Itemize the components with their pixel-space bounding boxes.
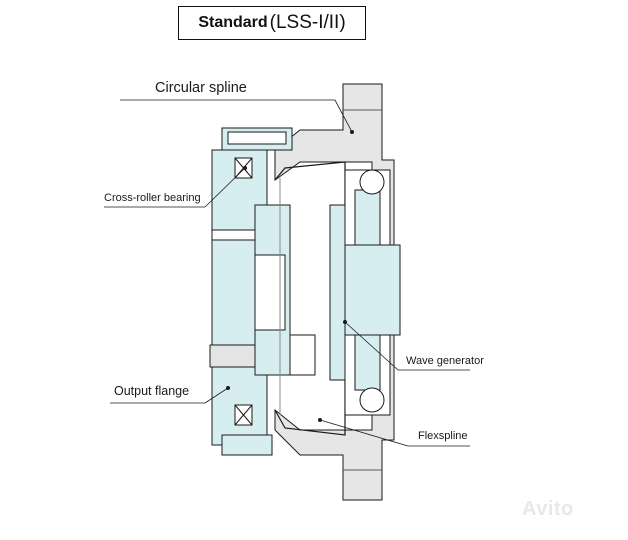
title-bold: Standard (198, 14, 268, 31)
label-circular-spline: Circular spline (155, 80, 247, 96)
label-wave-generator: Wave generator (406, 355, 484, 367)
label-cross-roller-bearing: Cross-roller bearing (104, 192, 201, 204)
label-output-flange: Output flange (114, 384, 190, 398)
diagram-title: Standard (LSS-I/II) (178, 6, 366, 40)
cross-roller-bottom (234, 404, 253, 426)
ball-bearing-top (359, 169, 385, 195)
title-model: (LSS-I/II) (269, 12, 346, 33)
ball-bearing-bottom (359, 387, 385, 413)
avito-watermark: Avito (522, 498, 574, 520)
label-flexspline: Flexspline (418, 430, 468, 442)
